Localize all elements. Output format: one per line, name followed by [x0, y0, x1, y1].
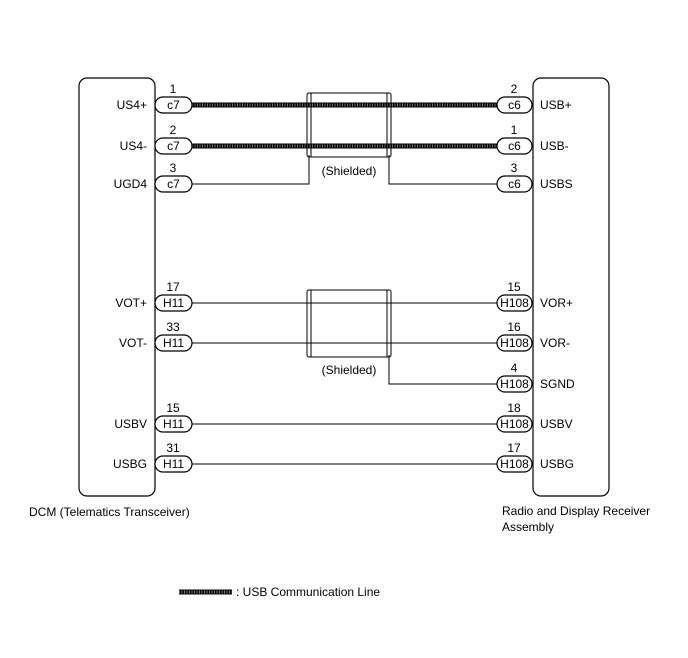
left-connector-id: H11 [163, 457, 184, 471]
video-shield [306, 289, 392, 358]
right-pin-number: 16 [507, 320, 521, 334]
receiver-component-name-line2: Assembly [502, 520, 554, 534]
right-terminal-label: USB+ [540, 98, 572, 112]
receiver-component-name-line1: Radio and Display Receiver [502, 504, 650, 518]
shield-drain-wire [388, 355, 497, 385]
right-connector-id: H108 [500, 457, 529, 471]
right-connector-pill [496, 137, 533, 155]
left-connector-id: H11 [163, 417, 184, 431]
right-connector-id: H108 [500, 377, 529, 391]
right-connector-id: H108 [500, 296, 529, 310]
dcm-component-name: DCM (Telematics Transceiver) [29, 505, 190, 519]
right-connector-id: c6 [508, 139, 521, 153]
receiver-box [532, 77, 610, 497]
left-connector-id: H11 [163, 296, 184, 310]
left-terminal-label: USBV [114, 417, 147, 431]
shield-label-video: (Shielded) [322, 363, 377, 377]
left-pin-number: 2 [170, 123, 177, 137]
right-pin-number: 2 [511, 82, 518, 96]
left-connector-id: c7 [167, 139, 180, 153]
right-connector-pill [496, 455, 533, 473]
right-pin-number: 18 [507, 401, 521, 415]
right-pin-number: 17 [507, 441, 521, 455]
left-pin-number: 33 [166, 320, 180, 334]
shield-body [306, 289, 392, 358]
left-connector-id: c7 [167, 177, 180, 191]
right-connector-pill [496, 96, 533, 114]
left-terminal-label: US4+ [117, 98, 147, 112]
right-terminal-label: USBV [540, 417, 573, 431]
left-connector-pill [154, 415, 193, 433]
wires-layer [192, 102, 497, 465]
shield-ground-left [192, 155, 310, 185]
right-connector-pill [496, 415, 533, 433]
right-connector-id: H108 [500, 417, 529, 431]
left-connector-id: H11 [163, 336, 184, 350]
left-terminal-label: US4- [120, 139, 147, 153]
right-connector-id: c6 [508, 177, 521, 191]
left-connector-pill [154, 96, 193, 114]
left-connector-pill [154, 294, 193, 312]
right-connector-pill [496, 294, 533, 312]
left-pin-number: 3 [170, 161, 177, 175]
left-connector-pill [154, 334, 193, 352]
shield-label-usb: (Shielded) [322, 164, 377, 178]
left-connector-id: c7 [167, 98, 180, 112]
right-pin-number: 3 [511, 161, 518, 175]
usb-shield [306, 92, 392, 158]
right-connector-pill [496, 175, 533, 193]
right-connector-pill [496, 375, 533, 393]
shield-body [306, 92, 392, 158]
left-pin-number: 1 [170, 82, 177, 96]
right-pin-number: 15 [507, 280, 521, 294]
legend: : USB Communication Line [179, 585, 380, 599]
right-terminal-label: USBS [540, 177, 573, 191]
right-terminal-label: VOR- [540, 336, 570, 350]
right-terminal-label: SGND [540, 377, 575, 391]
left-pin-number: 15 [166, 401, 180, 415]
left-connector-pill [154, 455, 193, 473]
right-terminal-label: VOR+ [540, 296, 573, 310]
left-terminal-label: VOT+ [115, 296, 147, 310]
right-connector-id: H108 [500, 336, 529, 350]
left-terminal-label: UGD4 [114, 177, 148, 191]
legend-text: : USB Communication Line [236, 585, 380, 599]
right-connector-pill [496, 334, 533, 352]
left-terminal-label: VOT- [119, 336, 147, 350]
shield-ground-right [388, 155, 497, 185]
shields-layer [306, 92, 392, 358]
right-terminal-label: USBG [540, 457, 574, 471]
left-connector-pill [154, 137, 193, 155]
left-terminal-label: USBG [113, 457, 147, 471]
right-pin-number: 4 [511, 361, 518, 375]
dcm-box [78, 77, 156, 497]
right-terminal-label: USB- [540, 139, 569, 153]
left-pin-number: 31 [166, 441, 180, 455]
left-connector-pill [154, 175, 193, 193]
left-pin-number: 17 [166, 280, 180, 294]
right-pin-number: 1 [511, 123, 518, 137]
right-connector-id: c6 [508, 98, 521, 112]
